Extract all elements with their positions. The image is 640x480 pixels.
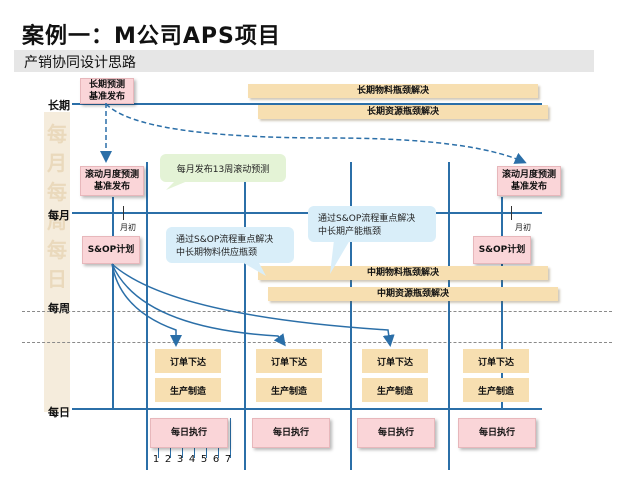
- curved-arrow-week-3: [111, 263, 395, 347]
- page-title: 案例一：M公司APS项目: [22, 24, 281, 49]
- long-term-axis: [72, 103, 542, 105]
- curved-arrow-week-2: [111, 263, 286, 347]
- sop-connector-1: [112, 197, 114, 409]
- dashed-arrow-next-month: [105, 103, 527, 164]
- month-start-tick: [123, 206, 124, 220]
- month-start-label-2: 月初: [515, 223, 531, 232]
- daily-axis: [72, 408, 542, 410]
- production-box-4: 生产制造: [463, 378, 529, 402]
- week-line-3: [350, 162, 352, 470]
- day-number: 3: [176, 454, 184, 465]
- day-numbers: 1 2 3 4 5 6 7: [150, 454, 234, 465]
- order-release-box-1: 订单下达: [155, 349, 221, 373]
- curved-arrow-week-1: [111, 263, 182, 347]
- callout-line: 通过S&OP流程重点解决: [318, 214, 416, 224]
- callout-tail-blue-1: [240, 261, 266, 276]
- daily-execution-box-2: 每日执行: [252, 418, 330, 448]
- day-number: 6: [212, 454, 220, 465]
- production-box-2: 生产制造: [256, 378, 322, 402]
- month-start-tick: [511, 206, 512, 220]
- lane-watermark: [44, 112, 70, 412]
- monthly-axis: [72, 212, 542, 214]
- callout-tail-green: [166, 180, 190, 190]
- callout-tail-blue-2: [330, 240, 350, 274]
- order-release-box-2: 订单下达: [256, 349, 322, 373]
- lane-label-monthly: 每月: [48, 209, 70, 222]
- rolling-forecast-box-1: 滚动月度预测 基准发布: [80, 166, 144, 196]
- daily-execution-box-3: 每日执行: [357, 418, 435, 448]
- weekly-separator-bottom: [22, 342, 612, 343]
- callout-line: 通过S&OP流程重点解决: [176, 235, 274, 245]
- week-line-4: [448, 162, 450, 470]
- sop-connector-2: [501, 197, 503, 409]
- long-resource-bar: 长期资源瓶颈解决: [258, 105, 548, 119]
- day-number: 7: [224, 454, 232, 465]
- callout-line: 中长期物料供应瓶颈: [176, 248, 258, 258]
- capacity-bottleneck-callout: 通过S&OP流程重点解决 中长期产能瓶颈: [308, 206, 436, 242]
- lane-label-daily: 每日: [48, 406, 70, 419]
- order-release-box-4: 订单下达: [463, 349, 529, 373]
- production-box-1: 生产制造: [155, 378, 221, 402]
- day-number: 2: [164, 454, 172, 465]
- lane-watermark-text: 每月每周每日: [47, 122, 67, 291]
- section-header: 产销协同设计思路: [14, 50, 594, 72]
- mid-resource-bar: 中期资源瓶颈解决: [268, 287, 558, 301]
- long-term-forecast-box: 长期预测 基准发布: [80, 78, 134, 104]
- monthly-release-callout: 每月发布13周滚动预测: [160, 154, 286, 182]
- daily-execution-box-4: 每日执行: [458, 418, 536, 448]
- day-number: 4: [188, 454, 196, 465]
- day-tick: [230, 418, 231, 458]
- sop-plan-box-1: S&OP计划: [82, 236, 140, 264]
- sop-plan-box-2: S&OP计划: [473, 236, 531, 264]
- mid-material-bar: 中期物料瓶颈解决: [258, 266, 548, 280]
- production-box-3: 生产制造: [362, 378, 428, 402]
- rolling-forecast-box-2: 滚动月度预测 基准发布: [497, 166, 561, 196]
- week-line-2: [244, 162, 246, 470]
- supply-bottleneck-callout: 通过S&OP流程重点解决 中长期物料供应瓶颈: [166, 227, 294, 263]
- month-start-label-1: 月初: [120, 223, 136, 232]
- day-number: 1: [152, 454, 160, 465]
- long-material-bar: 长期物料瓶颈解决: [248, 84, 538, 98]
- daily-execution-box-1: 每日执行: [150, 418, 228, 448]
- callout-line: 中长期产能瓶颈: [318, 227, 382, 237]
- weekly-separator-top: [22, 311, 612, 312]
- order-release-box-3: 订单下达: [362, 349, 428, 373]
- day-number: 5: [200, 454, 208, 465]
- section-title: 产销协同设计思路: [24, 55, 136, 71]
- lane-label-long-term: 长期: [48, 99, 70, 112]
